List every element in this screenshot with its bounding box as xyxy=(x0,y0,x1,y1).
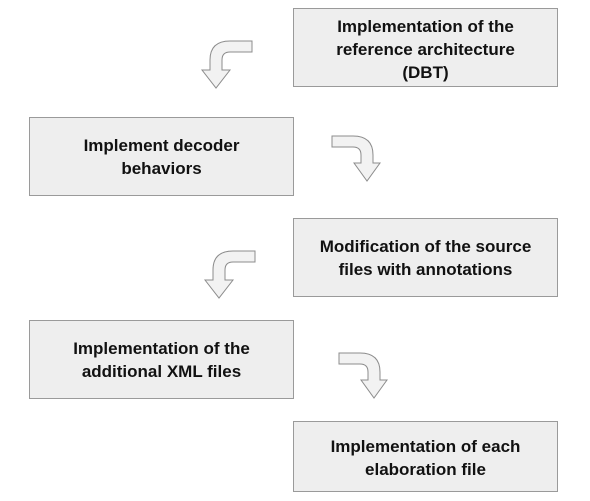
step-box-xml-files: Implementation of the additional XML fil… xyxy=(29,320,294,399)
step-box-decoder-behaviors: Implement decoder behaviors xyxy=(29,117,294,196)
curved-arrow-down-left-icon xyxy=(200,40,253,89)
step-box-elaboration-file: Implementation of each elaboration file xyxy=(293,421,558,492)
step-label: Implementation of each elaboration file xyxy=(330,436,521,479)
curved-arrow-down-right-icon xyxy=(331,135,381,182)
curved-arrow-down-left-icon xyxy=(203,250,256,299)
curved-arrow-down-right-icon xyxy=(338,352,388,399)
step-box-reference-architecture: Implementation of the reference architec… xyxy=(293,8,558,87)
step-label: Implement decoder behaviors xyxy=(83,135,240,178)
step-label: Implementation of the additional XML fil… xyxy=(73,338,250,381)
step-label: Modification of the source files with an… xyxy=(319,236,532,279)
step-box-source-annotations: Modification of the source files with an… xyxy=(293,218,558,297)
step-label: Implementation of the reference architec… xyxy=(336,17,515,82)
